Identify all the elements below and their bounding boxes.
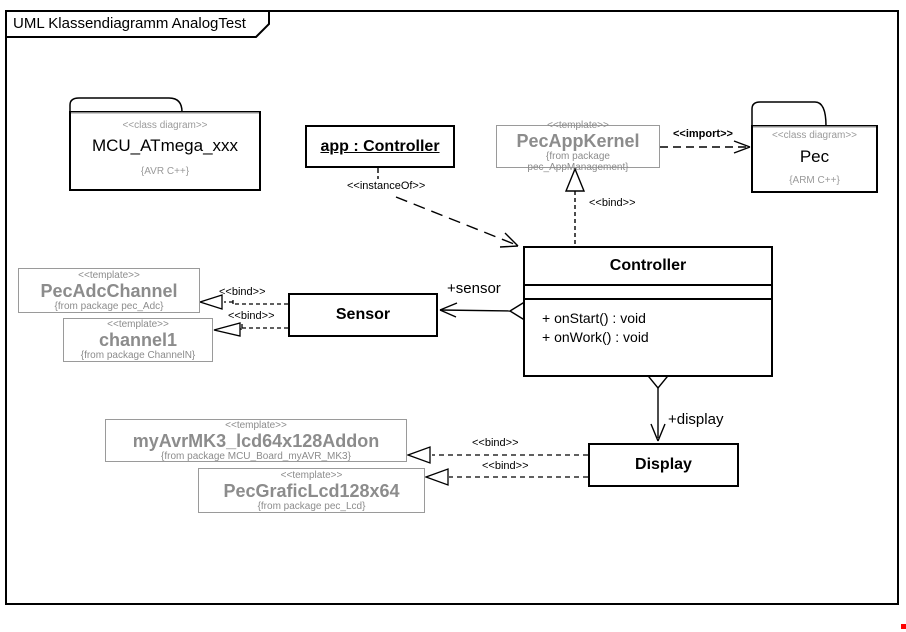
package-tag: {AVR C++} <box>140 166 190 177</box>
package-name: MCU_ATmega_xxx <box>91 136 239 155</box>
template-stereotype: <<template>> <box>107 319 169 330</box>
template-from: {from package pec_AppManagement} <box>527 151 629 173</box>
edge-import[interactable] <box>660 140 751 154</box>
template-stereotype: <<template>> <box>225 419 287 431</box>
template-name: PecGraficLcd128x64 <box>223 480 400 501</box>
template-pecgraficlcd[interactable]: <<template>> PecGraficLcd128x64 {from pa… <box>198 468 425 513</box>
edge-instanceof[interactable] <box>377 168 519 248</box>
red-marker <box>901 624 906 629</box>
edge-bind-grafic[interactable] <box>424 468 588 486</box>
edge-bind-adc[interactable] <box>197 294 288 310</box>
package-stereotype: <<class diagram>> <box>771 130 858 141</box>
edge-bind-channel-label: <<bind>> <box>228 310 275 322</box>
package-name: Pec <box>799 147 830 166</box>
class-name: Display <box>635 456 692 473</box>
class-name: Sensor <box>335 306 391 323</box>
edge-bind-lcd-addon-label: <<bind>> <box>472 437 519 449</box>
template-myavrmk3[interactable]: <<template>> myAvrMK3_lcd64x128Addon {fr… <box>105 419 407 462</box>
package-tag: {ARM C++} <box>789 175 840 186</box>
operations-compartment: + onStart() : void + onWork() : void <box>525 298 771 347</box>
attributes-compartment <box>525 284 771 298</box>
diagram-title-tab-shape <box>5 10 270 38</box>
edge-bind-channel[interactable] <box>213 322 288 337</box>
template-from: {from package pec_Adc} <box>54 300 164 312</box>
template-pecadcchannel[interactable]: <<template>> PecAdcChannel {from package… <box>18 268 200 313</box>
operation: + onWork() : void <box>542 329 649 345</box>
class-name: Controller <box>609 257 687 274</box>
template-from: {from package ChannelN} <box>80 350 196 361</box>
edge-bind-adc-label: <<bind>> <box>219 286 266 298</box>
object-name: app : Controller <box>320 138 440 155</box>
edge-import-label: <<import>> <box>673 128 733 140</box>
template-from: {from package MCU_Board_myAVR_MK3} <box>161 450 351 462</box>
class-controller[interactable]: Controller + onStart() : void + onWork()… <box>523 246 773 377</box>
diagram-title: UML Klassendiagramm AnalogTest <box>13 15 246 32</box>
package-pec[interactable]: <<class diagram>> Pec {ARM C++} <box>752 126 877 186</box>
package-mcu-shape[interactable] <box>69 97 261 191</box>
edge-bind-lcd-addon[interactable] <box>406 446 588 464</box>
class-sensor[interactable]: Sensor <box>288 293 438 337</box>
package-pec-shape[interactable] <box>751 101 878 193</box>
template-pecappkernel[interactable]: <<template>> PecAppKernel {from package … <box>496 120 660 173</box>
template-name: channel1 <box>98 330 178 350</box>
edge-bind-kernel-label: <<bind>> <box>589 197 636 209</box>
edge-bind-grafic-label: <<bind>> <box>482 460 529 472</box>
template-name: PecAdcChannel <box>40 280 178 301</box>
edge-display-role-label: +display <box>668 411 724 428</box>
package-mcu[interactable]: <<class diagram>> MCU_ATmega_xxx {AVR C+… <box>70 112 260 177</box>
edge-bind-kernel[interactable] <box>564 167 586 245</box>
edge-sensor-role-label: +sensor <box>447 280 501 297</box>
template-name: PecAppKernel <box>516 131 640 151</box>
template-stereotype: <<template>> <box>280 469 343 481</box>
class-display[interactable]: Display <box>588 443 739 487</box>
operation: + onStart() : void <box>542 310 646 326</box>
template-stereotype: <<template>> <box>78 269 140 281</box>
template-from: {from package pec_Lcd} <box>257 500 366 512</box>
template-stereotype: <<template>> <box>547 120 609 131</box>
object-app-controller[interactable]: app : Controller <box>305 125 455 168</box>
template-name: myAvrMK3_lcd64x128Addon <box>132 430 380 451</box>
template-channel1[interactable]: <<template>> channel1 {from package Chan… <box>63 318 213 362</box>
edge-instanceof-label: <<instanceOf>> <box>347 180 426 192</box>
package-stereotype: <<class diagram>> <box>122 120 208 131</box>
